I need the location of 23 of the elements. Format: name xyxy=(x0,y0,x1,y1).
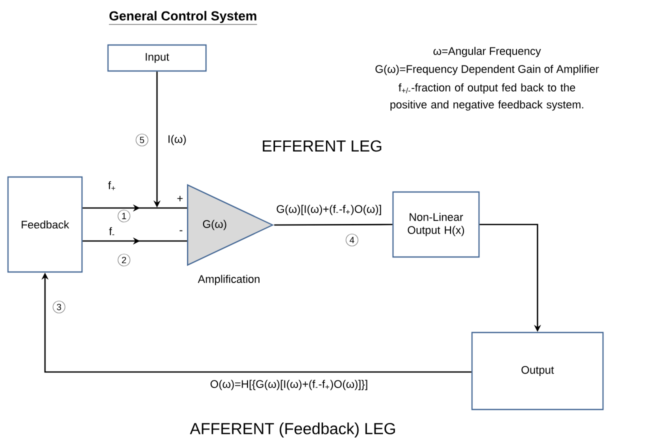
callout-number: 1 xyxy=(118,210,130,222)
edge-label: I(ω) xyxy=(166,134,188,146)
title: General Control System xyxy=(108,10,258,25)
process-box: Input xyxy=(107,44,207,72)
process-box: Output xyxy=(471,332,604,410)
callout-number: 4 xyxy=(346,234,358,246)
section-heading: EFFERENT LEG xyxy=(262,140,382,152)
note: ω=Angular Frequency xyxy=(433,46,541,58)
input-sign: + xyxy=(177,196,183,202)
process-box: Feedback xyxy=(7,176,83,273)
callout-number: 5 xyxy=(136,134,148,146)
edge-label: O(ω)=H[{G(ω)[I(ω)+(f$_{-}$-f$_{+}$)O(ω)]}] xyxy=(209,378,369,392)
edge-label: G(ω)[I(ω)+(f$_{-}$-f$_{+}$)O(ω)] xyxy=(275,204,383,216)
edge-label: f$_{-}$ xyxy=(108,226,116,238)
callout-number: 2 xyxy=(118,254,130,266)
edge-label: f$_{+}$ xyxy=(106,180,118,192)
input-sign: - xyxy=(180,230,182,232)
section-heading: AFFERENT (Feedback) LEG xyxy=(190,422,395,438)
note: G(ω)=Frequency Dependent Gain of Amplifier xyxy=(376,64,599,76)
note: f$_{+/-}$-fraction of output fed back to the positive and negative feedback system. xyxy=(390,83,584,111)
callout-number: 3 xyxy=(52,300,66,314)
node-caption: Amplification xyxy=(198,274,260,286)
process-box: Non-Linear Output H(x) xyxy=(392,191,480,258)
